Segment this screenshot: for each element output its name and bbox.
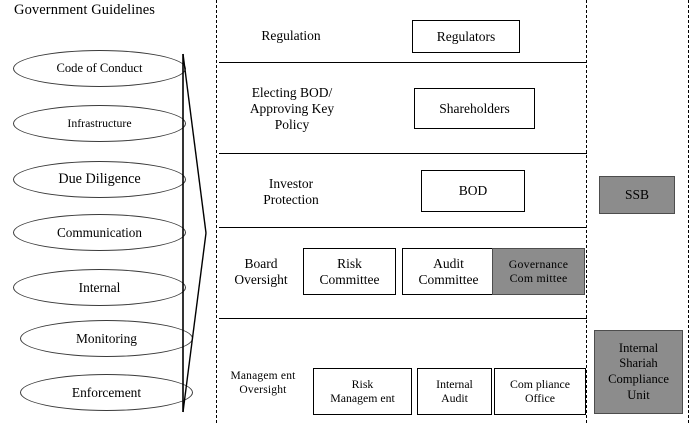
node-label-line-2: Managem ent bbox=[330, 390, 395, 405]
row-separator-1 bbox=[219, 62, 587, 63]
node-ssb: SSB bbox=[599, 176, 675, 214]
node-label-line-2: Audit bbox=[441, 390, 468, 405]
row-label-regulation: Regulation bbox=[226, 20, 356, 52]
node-label-line-3: Compliance bbox=[608, 372, 669, 386]
row-label-board-oversight: Board Oversight bbox=[222, 255, 300, 289]
node-label-line-1: Internal bbox=[618, 340, 659, 355]
row-label-electing-bod: Electing BOD/ Approving Key Policy bbox=[222, 80, 362, 138]
node-label-line-4: Unit bbox=[627, 387, 650, 402]
page-title: Government Guidelines bbox=[14, 2, 156, 18]
ellipse-label: Enforcement bbox=[71, 384, 142, 400]
node-label-line-2: Committee bbox=[418, 271, 479, 287]
node-compliance-office: Com pliance Office bbox=[494, 368, 586, 415]
node-governance-committee: Governance Com mittee bbox=[492, 248, 585, 295]
ellipse-label: Communication bbox=[57, 224, 142, 240]
ellipse-label: Internal bbox=[78, 279, 121, 295]
ellipse-label: Code of Conduct bbox=[56, 61, 143, 76]
ellipse-label: Infrastructure bbox=[67, 115, 132, 130]
node-internal-shariah-compliance-unit: Internal Shariah Compliance Unit bbox=[594, 330, 683, 414]
list-item: Internal bbox=[13, 269, 186, 306]
node-label-line-2: Com mittee bbox=[509, 270, 568, 285]
dashed-divider-left bbox=[216, 0, 217, 423]
node-label: Regulators bbox=[436, 28, 496, 44]
row-label-text: Regulation bbox=[261, 28, 321, 44]
dashed-divider-far-right bbox=[688, 0, 689, 423]
node-bod: BOD bbox=[421, 170, 525, 212]
row-separator-3 bbox=[219, 227, 587, 228]
row-label-investor-protection: Investor Protection bbox=[226, 175, 356, 209]
node-risk-management: Risk Managem ent bbox=[313, 368, 412, 415]
row-label-line-3: Policy bbox=[274, 116, 310, 132]
node-internal-audit: Internal Audit bbox=[417, 368, 492, 415]
row-label-line-1: Electing BOD/ bbox=[251, 85, 333, 101]
row-label-line-1: Board bbox=[244, 256, 278, 272]
node-label: SSB bbox=[624, 187, 650, 203]
node-risk-committee: Risk Committee bbox=[303, 248, 396, 295]
row-label-management-oversight: Managem ent Oversight bbox=[220, 368, 306, 400]
list-item: Communication bbox=[13, 214, 186, 251]
row-label-line-1: Managem ent bbox=[230, 370, 296, 383]
node-label: BOD bbox=[458, 183, 488, 199]
node-label-line-1: Risk bbox=[337, 255, 362, 271]
list-item: Infrastructure bbox=[13, 105, 186, 142]
row-label-line-2: Oversight bbox=[239, 384, 287, 396]
row-separator-2 bbox=[219, 153, 587, 154]
ellipse-label: Monitoring bbox=[75, 330, 137, 346]
list-item: Due Diligence bbox=[13, 161, 186, 198]
dashed-divider-right bbox=[586, 0, 587, 423]
node-regulators: Regulators bbox=[412, 20, 520, 53]
node-label-line-2: Shariah bbox=[619, 356, 658, 371]
list-item: Monitoring bbox=[20, 320, 193, 357]
node-label-line-1: Governance bbox=[508, 256, 569, 271]
node-shareholders: Shareholders bbox=[414, 88, 535, 129]
node-label-line-2: Office bbox=[525, 390, 555, 405]
node-label-line-1: Risk bbox=[351, 376, 374, 391]
row-separator-4 bbox=[219, 318, 587, 319]
node-label-line-1: Audit bbox=[433, 255, 464, 271]
node-audit-committee: Audit Committee bbox=[402, 248, 495, 295]
list-item: Enforcement bbox=[20, 374, 193, 411]
node-label-line-1: Com pliance bbox=[510, 376, 570, 391]
node-label: Shareholders bbox=[439, 100, 510, 116]
row-label-line-2: Oversight bbox=[234, 272, 288, 287]
ellipse-label: Due Diligence bbox=[58, 171, 141, 188]
list-item: Code of Conduct bbox=[13, 50, 186, 87]
row-label-line-1: Investor bbox=[268, 176, 314, 192]
node-label-line-2: Committee bbox=[319, 271, 380, 287]
node-label-line-1: Internal bbox=[436, 376, 473, 391]
row-label-line-2: Protection bbox=[263, 192, 319, 207]
row-label-line-2: Approving Key bbox=[249, 101, 335, 117]
